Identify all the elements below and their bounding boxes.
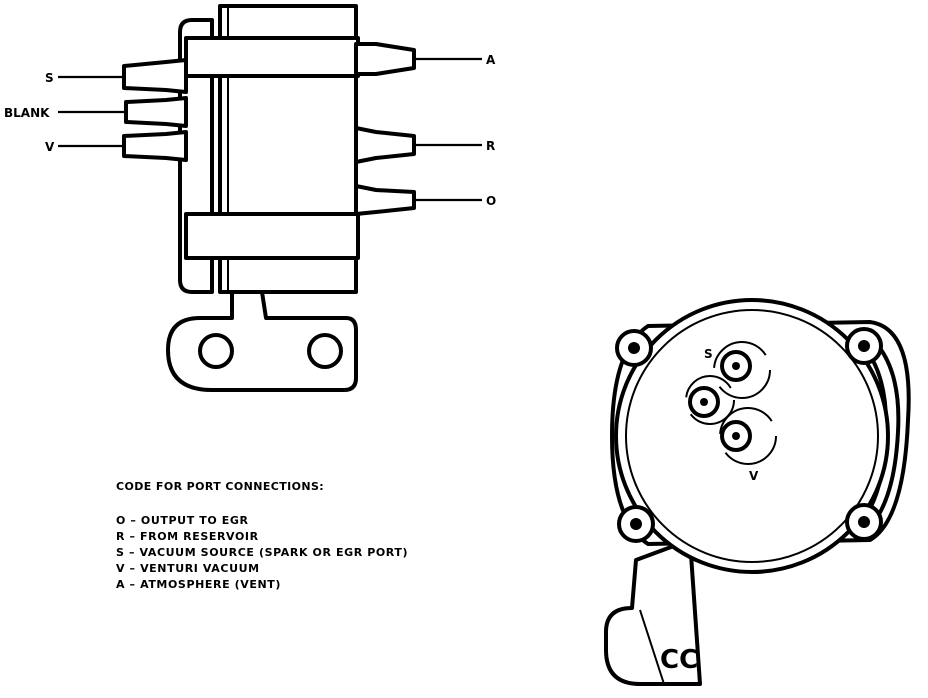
label-r: R — [486, 139, 495, 153]
port-s-outline — [713, 341, 771, 399]
mounting-arm-edge — [639, 609, 665, 685]
port-center-bore — [700, 398, 708, 406]
port-center-outline — [685, 375, 735, 425]
port-v-bore — [732, 432, 740, 440]
code-line-a: A – ATMOSPHERE (VENT) — [116, 578, 281, 591]
housing-rim — [625, 309, 879, 563]
valve-end-view: CC S V — [604, 298, 911, 686]
port-v-outline — [719, 407, 777, 465]
upper-collar — [184, 36, 360, 78]
code-title: CODE FOR PORT CONNECTIONS: — [116, 480, 324, 493]
nipple-r — [354, 126, 416, 164]
nipple-a — [354, 42, 416, 76]
end-label-s: S — [704, 347, 713, 361]
bracket-hole-left — [198, 333, 234, 369]
nipple-s — [122, 58, 188, 94]
nipple-blank — [124, 96, 188, 128]
label-v: V — [45, 140, 55, 154]
lower-collar — [184, 212, 360, 260]
screw-icon-bottom-right — [858, 516, 870, 528]
code-line-o: O – OUTPUT TO EGR — [116, 514, 249, 527]
label-o: O — [486, 194, 496, 208]
port-s-bore — [732, 362, 740, 370]
label-s: S — [45, 71, 54, 85]
nipple-v — [122, 130, 188, 162]
valve-side-view: S BLANK V A R O — [4, 4, 496, 392]
code-line-s: S – VACUUM SOURCE (SPARK OR EGR PORT) — [116, 546, 408, 559]
code-line-r: R – FROM RESERVOIR — [116, 530, 259, 543]
screw-icon-top-left — [628, 342, 640, 354]
bracket-hole-right — [307, 333, 343, 369]
label-blank: BLANK — [4, 106, 50, 120]
nipple-o — [354, 184, 416, 216]
port-code-legend: CODE FOR PORT CONNECTIONS: O – OUTPUT TO… — [116, 480, 408, 591]
label-a: A — [486, 53, 496, 67]
mounting-arm — [604, 538, 702, 686]
hub-label: CC — [660, 645, 698, 675]
code-line-v: V – VENTURI VACUUM — [116, 562, 260, 575]
screw-icon-top-right — [858, 340, 870, 352]
end-label-v: V — [749, 469, 759, 483]
screw-icon-bottom-left — [630, 518, 642, 530]
